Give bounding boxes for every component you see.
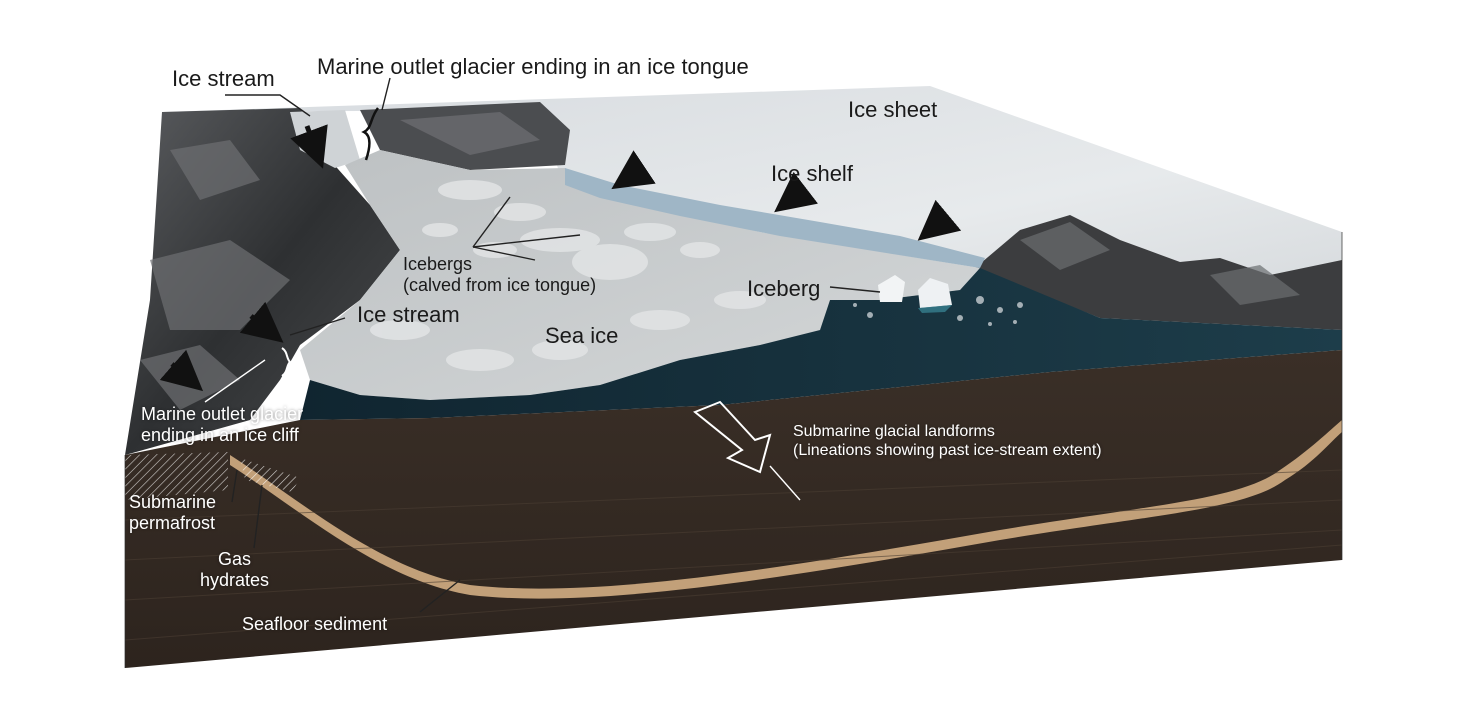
- iceberg-shapes: [878, 275, 952, 313]
- label-gas-hydrates-line2: hydrates: [200, 570, 270, 591]
- label-gas-hydrates: Gas hydrates: [200, 549, 269, 591]
- sea-ice-surface: [300, 150, 980, 400]
- flow-arrows: [159, 124, 962, 392]
- label-iceberg: Iceberg: [747, 276, 821, 301]
- leader-lines: [225, 77, 881, 613]
- ice-shelf-front: [565, 168, 985, 268]
- stratigraphy-lines: [124, 469, 1343, 641]
- label-submarine-landforms-line2: (Lineations showing past ice-stream exte…: [793, 441, 1102, 459]
- open-water: [300, 268, 1342, 420]
- label-icebergs-line2: (calved from ice tongue): [403, 275, 597, 296]
- brace-cliff: [281, 347, 292, 377]
- label-sea-ice: Sea ice: [545, 323, 619, 348]
- label-marine-outlet-cliff-line1: Marine outlet glacier: [141, 404, 304, 424]
- label-icebergs-line1: Icebergs: [403, 254, 473, 274]
- label-icebergs: Icebergs (calved from ice tongue): [403, 254, 596, 296]
- label-ice-sheet: Ice sheet: [848, 97, 938, 122]
- label-submarine-permafrost-line1: Submarine: [129, 492, 217, 512]
- label-submarine-permafrost-line2: permafrost: [129, 513, 216, 534]
- label-ice-stream-top: Ice stream: [172, 66, 275, 91]
- brace-tongue: [361, 107, 380, 161]
- label-submarine-landforms: Submarine glacial landforms (Lineations …: [793, 423, 1102, 461]
- sea-ice-floes: [370, 180, 766, 371]
- label-ice-stream-mid: Ice stream: [357, 302, 460, 327]
- submarine-permafrost-hatch: [125, 452, 228, 500]
- label-submarine-permafrost: Submarine permafrost: [129, 492, 216, 534]
- gas-hydrates-hatch: [240, 458, 300, 492]
- label-marine-outlet-tongue: Marine outlet glacier ending in an ice t…: [317, 54, 749, 79]
- small-floes-water: [853, 296, 1023, 326]
- rock-ridges-left: [140, 140, 290, 410]
- label-seafloor-sediment: Seafloor sediment: [242, 614, 388, 634]
- label-ice-shelf: Ice shelf: [771, 161, 853, 186]
- cross-section-front: [125, 350, 1342, 668]
- label-marine-outlet-cliff-line2: ending in an ice cliff: [141, 425, 299, 446]
- label-gas-hydrates-line1: Gas: [218, 549, 252, 569]
- label-submarine-landforms-line1: Submarine glacial landforms: [793, 423, 995, 440]
- lineation-arrow: [693, 400, 772, 474]
- label-marine-outlet-cliff: Marine outlet glacier ending in an ice c…: [141, 404, 303, 446]
